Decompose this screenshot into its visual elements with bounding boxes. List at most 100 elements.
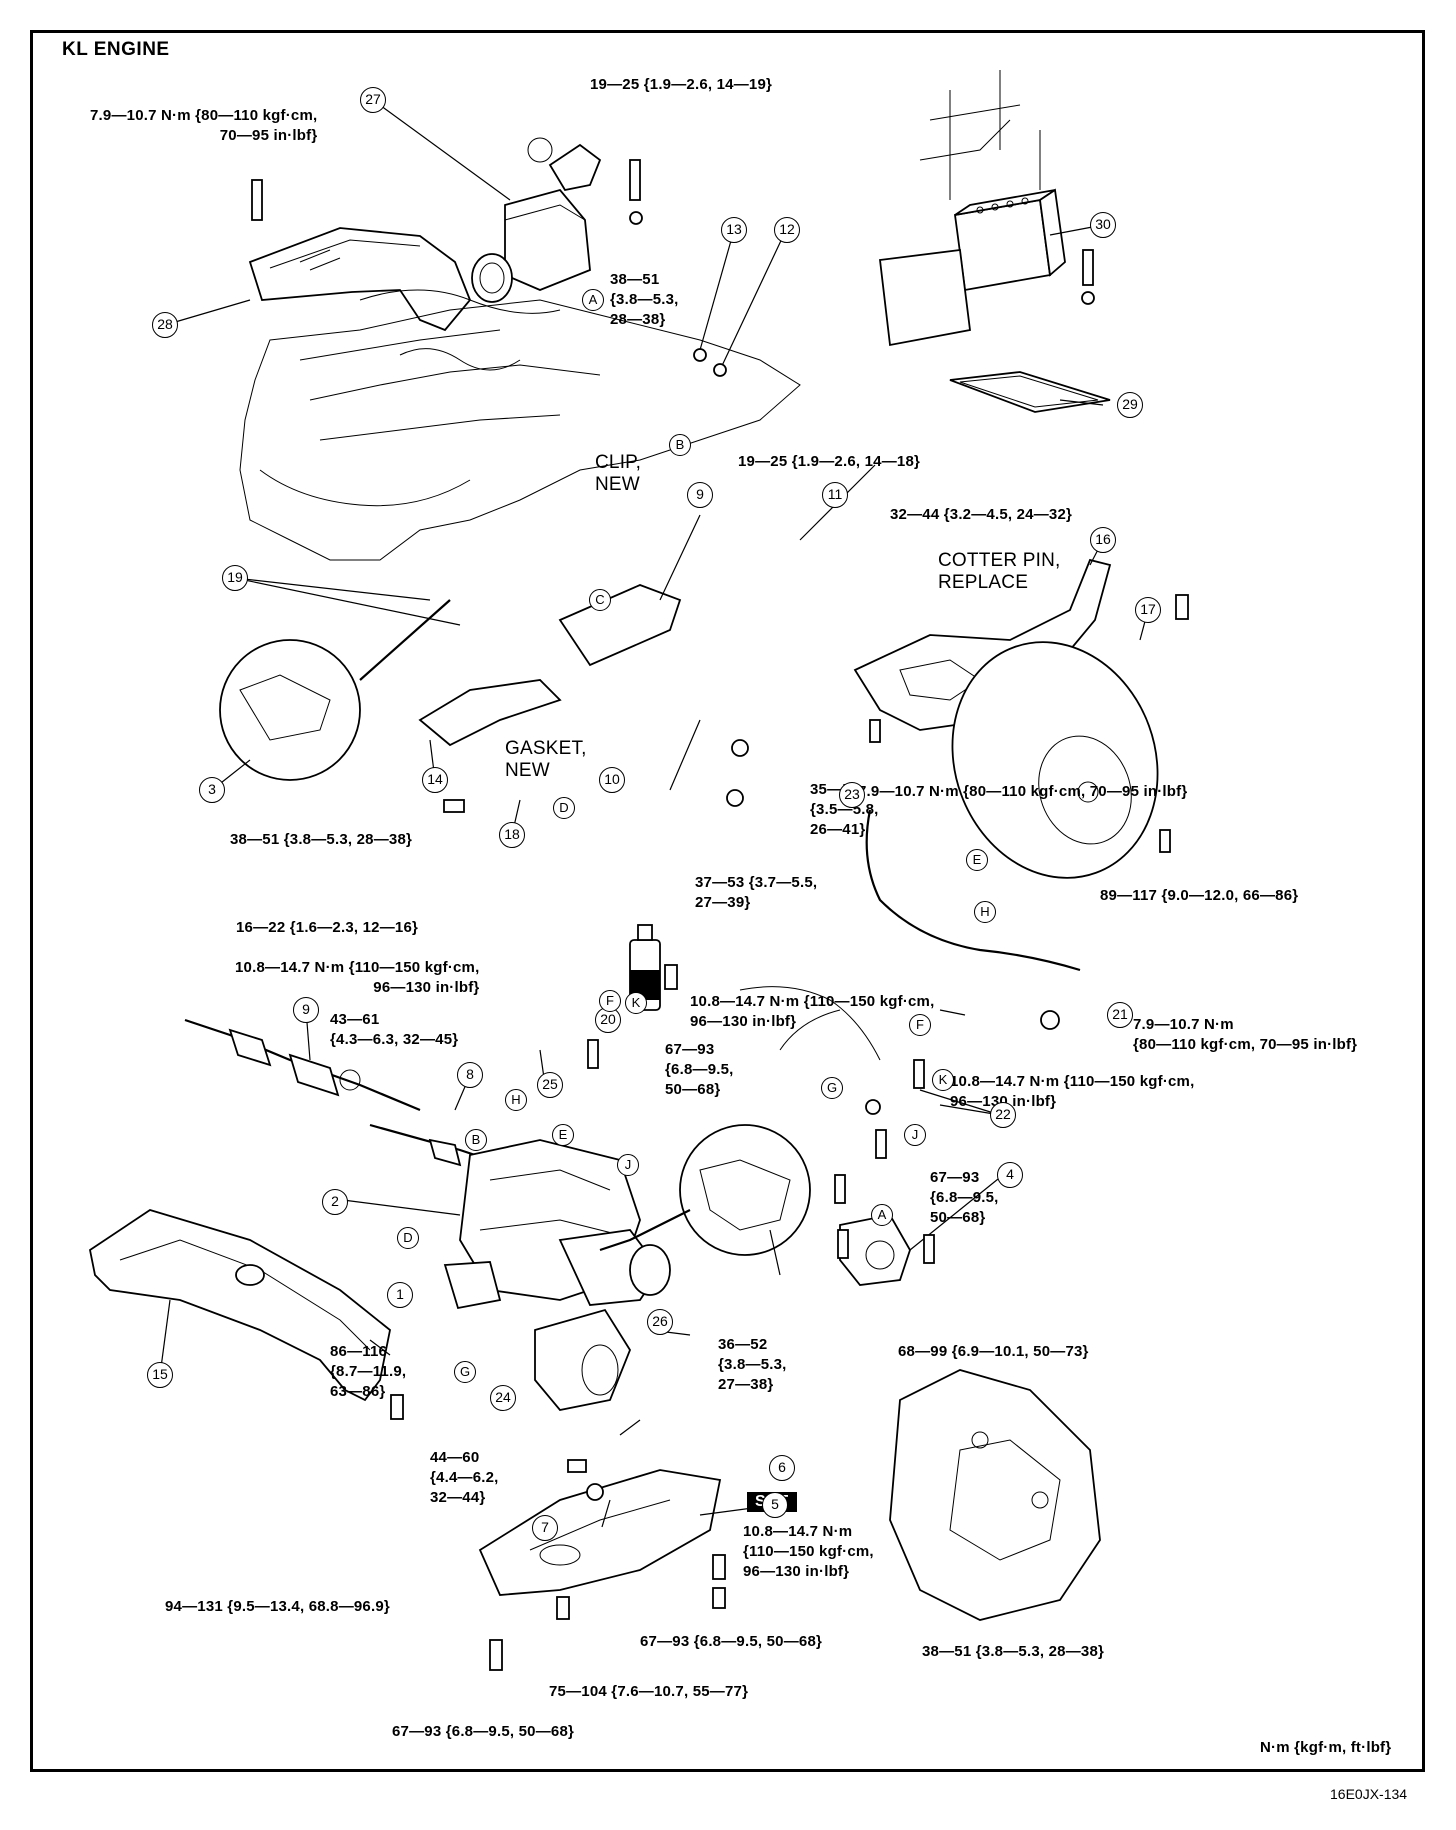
- callout-number: 9: [293, 997, 319, 1023]
- torque-label: 67—93 {6.8—9.5, 50—68}: [930, 1169, 999, 1226]
- callout-number: 3: [199, 777, 225, 803]
- reference-letter: J: [904, 1124, 926, 1146]
- reference-letter: A: [871, 1204, 893, 1226]
- reference-letter: E: [552, 1124, 574, 1146]
- reference-letter: A: [582, 289, 604, 311]
- reference-letter: G: [821, 1077, 843, 1099]
- wheel-tire: [951, 641, 1159, 879]
- reference-letter: H: [974, 901, 996, 923]
- callout-number: 9: [687, 482, 713, 508]
- callout-number: 22: [990, 1102, 1016, 1128]
- callout-number: 5: [762, 1492, 788, 1518]
- torque-label: 68—99 {6.9—10.1, 50—73}: [898, 1343, 1089, 1360]
- callout-number: 17: [1135, 597, 1161, 623]
- torque-label: 10.8—14.7 N·m {110—150 kgf·cm, 96—130 in…: [743, 1523, 874, 1580]
- torque-label: 7.9—10.7 N·m {80—110 kgf·cm, 70—95 in·lb…: [1133, 1016, 1358, 1053]
- callout-number: 4: [997, 1162, 1023, 1188]
- mount-detail-circle: [599, 1124, 811, 1256]
- callout-number: 13: [721, 217, 747, 243]
- callout-number: 12: [774, 217, 800, 243]
- figure-code: 16E0JX-134: [1330, 1786, 1408, 1802]
- torque-label: 75—104 {7.6—10.7, 55—77}: [549, 1683, 749, 1700]
- torque-label: 36—52 {3.8—5.3, 27—38}: [718, 1336, 787, 1393]
- detail-inset-left: [219, 599, 451, 781]
- callout-number: 30: [1090, 212, 1116, 238]
- units-legend: N·m {kgf·m, ft·lbf}: [1260, 1739, 1392, 1756]
- torque-label: 38—51 {3.8—5.3, 28—38}: [230, 831, 413, 848]
- torque-label: 89—117 {9.0—12.0, 66—86}: [1100, 887, 1299, 904]
- reference-letter: F: [599, 990, 621, 1012]
- cotter-pin-note: COTTER PIN, REPLACE: [938, 550, 1061, 593]
- transaxle: [443, 1139, 671, 1310]
- reference-letter: D: [553, 797, 575, 819]
- reference-letter: D: [397, 1227, 419, 1249]
- starter: [534, 1308, 632, 1411]
- torque-label: 7.9—10.7 N·m {80—110 kgf·cm, 70—95 in·lb…: [90, 107, 318, 144]
- torque-label: 16—22 {1.6—2.3, 12—16}: [236, 919, 419, 936]
- torque-label: 94—131 {9.5—13.4, 68.8—96.9}: [165, 1598, 390, 1615]
- clip-note: CLIP, NEW: [595, 452, 642, 495]
- gasket-note: GASKET, NEW: [505, 738, 587, 781]
- callout-number: 28: [152, 312, 178, 338]
- callout-number: 14: [422, 767, 448, 793]
- callout-number: 15: [147, 1362, 173, 1388]
- torque-label: 43—61 {4.3—6.3, 32—45}: [330, 1011, 459, 1048]
- callout-number: 18: [499, 822, 525, 848]
- torque-label: 7.9—10.7 N·m {80—110 kgf·cm, 70—95 in·lb…: [858, 783, 1188, 800]
- torque-label: 10.8—14.7 N·m {110—150 kgf·cm, 96—130 in…: [235, 959, 480, 996]
- torque-label: 19—25 {1.9—2.6, 14—18}: [738, 453, 921, 470]
- torque-label: 44—60 {4.4—6.2, 32—44}: [430, 1449, 499, 1506]
- torque-label: 10.8—14.7 N·m {110—150 kgf·cm, 96—130 in…: [690, 993, 935, 1030]
- reference-letter: F: [909, 1014, 931, 1036]
- callout-number: 24: [490, 1385, 516, 1411]
- callout-number: 7: [532, 1515, 558, 1541]
- callout-number: 6: [769, 1455, 795, 1481]
- torque-label: 67—93 {6.8—9.5, 50—68}: [640, 1633, 823, 1650]
- reference-letter: J: [617, 1154, 639, 1176]
- crossmember: [88, 1209, 391, 1402]
- wiring-harness: [739, 809, 1081, 1061]
- battery: [879, 70, 1066, 347]
- reference-letter: B: [669, 434, 691, 456]
- callout-number: 27: [360, 87, 386, 113]
- engine-mount: [839, 1213, 911, 1286]
- callout-number: 23: [839, 782, 865, 808]
- callout-number: 29: [1117, 392, 1143, 418]
- callout-number: 11: [822, 482, 848, 508]
- air-cleaner: [471, 137, 602, 303]
- callout-number: 8: [457, 1062, 483, 1088]
- torque-label: 38—51 {3.8—5.3, 28—38}: [610, 271, 679, 328]
- torque-label: 10.8—14.7 N·m {110—150 kgf·cm, 96—130 in…: [950, 1073, 1195, 1110]
- reference-letter: G: [454, 1361, 476, 1383]
- air-intake-duct: [248, 227, 472, 332]
- transaxle-case: [889, 1369, 1101, 1621]
- fasteners: [251, 159, 1189, 1671]
- torque-label: 38—51 {3.8—5.3, 28—38}: [922, 1643, 1105, 1660]
- callout-number: 1: [387, 1282, 413, 1308]
- callout-number: 10: [599, 767, 625, 793]
- torque-label: 86—116 {8.7—11.9, 63—86}: [330, 1343, 407, 1400]
- callout-number: 16: [1090, 527, 1116, 553]
- callout-number: 25: [537, 1072, 563, 1098]
- reference-letter: C: [589, 589, 611, 611]
- exhaust-pipe: [418, 584, 682, 747]
- drive-shaft: [184, 1018, 421, 1112]
- callout-number: 2: [322, 1189, 348, 1215]
- reference-letter: K: [625, 992, 647, 1014]
- torque-label: 19—25 {1.9—2.6, 14—19}: [590, 76, 773, 93]
- torque-label: 67—93 {6.8—9.5, 50—68}: [665, 1041, 734, 1098]
- diagram-title: KL ENGINE: [62, 39, 170, 60]
- battery-tray: [949, 371, 1111, 413]
- diagram-frame: [30, 30, 1425, 1772]
- engine-block: [239, 289, 801, 561]
- callout-number: 21: [1107, 1002, 1133, 1028]
- torque-label: 67—93 {6.8—9.5, 50—68}: [392, 1723, 575, 1740]
- torque-label: 37—53 {3.7—5.5, 27—39}: [695, 874, 818, 911]
- callout-number: 19: [222, 565, 248, 591]
- reference-letter: B: [465, 1129, 487, 1151]
- callout-number: 26: [647, 1309, 673, 1335]
- reference-letter: E: [966, 849, 988, 871]
- reference-letter: H: [505, 1089, 527, 1111]
- torque-label: 32—44 {3.2—4.5, 24—32}: [890, 506, 1073, 523]
